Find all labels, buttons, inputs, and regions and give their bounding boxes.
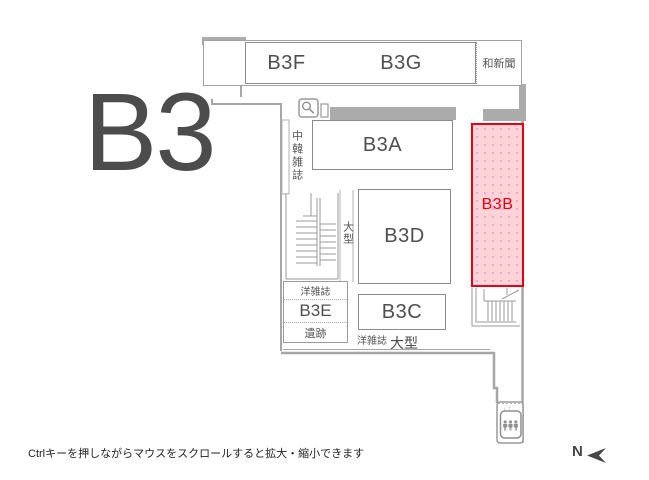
stairs-icon — [285, 193, 339, 280]
svg-text:↓↑: ↓↑ — [503, 406, 514, 412]
room-b3b-highlighted[interactable]: B3B — [471, 123, 524, 287]
section-western-magazines-bottom-label: 洋雑誌 — [357, 336, 387, 347]
room-b3a-label: B3A — [362, 133, 403, 156]
room-b3f[interactable]: B3F — [245, 42, 328, 84]
compass-arrow-icon — [587, 448, 606, 463]
room-b3a[interactable]: B3A — [312, 120, 453, 170]
section-japanese-newspapers[interactable]: 和新聞 — [476, 42, 521, 84]
search-icon — [298, 98, 329, 118]
elevator-icon: ↓↑ — [496, 401, 524, 444]
room-b3g-label: B3G — [380, 51, 422, 74]
section-japanese-newspapers-label: 和新聞 — [482, 58, 516, 70]
room-b3g[interactable]: B3G — [327, 42, 476, 84]
room-b3d[interactable]: B3D — [358, 189, 451, 284]
room-b3c-label: B3C — [381, 300, 423, 323]
stairs-icon — [471, 288, 520, 327]
section-western-magazines-b3e: 洋雑誌 — [284, 282, 347, 300]
room-b3b-label: B3B — [481, 196, 514, 213]
zoom-hint-text: Ctrlキーを押しながらマウスをスクロールすると拡大・縮小できます — [28, 448, 365, 460]
compass-north-label: N — [572, 443, 583, 460]
room-b3e-label: B3E — [284, 300, 347, 323]
section-large-size-bottom-label: 大型 — [390, 335, 418, 351]
room-b3e[interactable]: 洋雑誌 B3E 遺跡 — [283, 281, 348, 343]
floor-title: B3 — [84, 71, 217, 194]
section-chinese-korean-magazines-label: 中韓雑誌 — [290, 130, 303, 182]
section-large-size-center-label: 大型 — [341, 221, 354, 245]
room-b3c[interactable]: B3C — [358, 294, 446, 330]
room-b3f-label: B3F — [267, 51, 306, 74]
room-b3d-label: B3D — [384, 225, 425, 247]
section-site-reports-label: 遺跡 — [304, 327, 327, 340]
